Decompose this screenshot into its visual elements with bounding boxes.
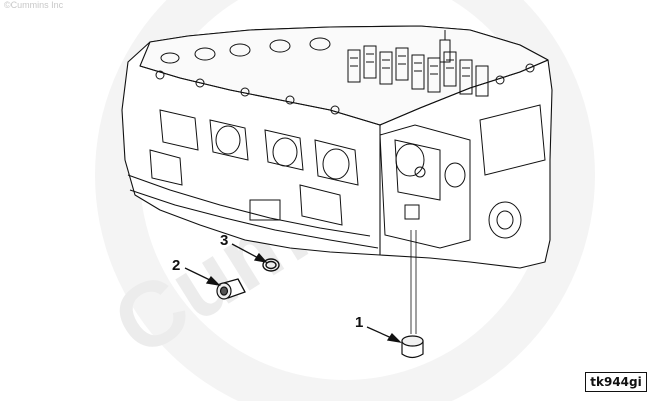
cup-plug [401,335,424,359]
callout-number-2: 2 [172,257,181,274]
o-ring-seal [262,258,280,272]
copyright-notice: ©Cummins Inc [4,0,64,10]
valve-train-details [155,30,535,115]
callout-2-leader [184,267,221,286]
threaded-plug [216,278,246,300]
figure-tag: tk944gi [585,372,647,392]
callout-1-leader [366,326,402,343]
callout-number-1: 1 [355,314,364,331]
front-face-ports [149,109,359,226]
installation-path-line [410,230,417,334]
callout-3-leader [231,243,268,263]
right-end-face [379,104,546,249]
callout-number-3: 3 [220,232,229,249]
